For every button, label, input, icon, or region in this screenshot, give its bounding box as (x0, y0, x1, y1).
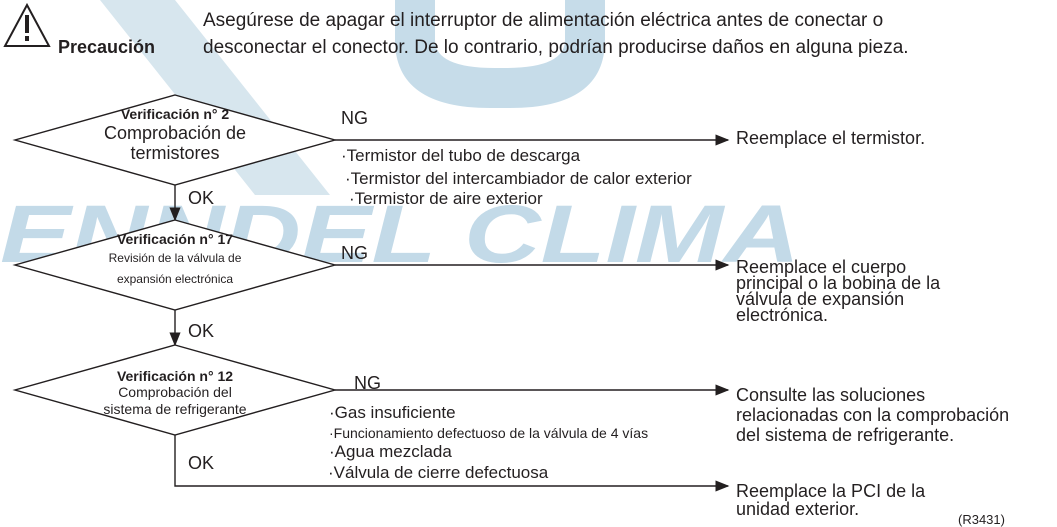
check-12-cause-2: ·Funcionamiento defectuoso de la válvula… (329, 425, 649, 441)
check-12-ng-label: NG (354, 373, 381, 393)
caution-line-1: Asegúrese de apagar el interruptor de al… (203, 10, 884, 31)
check-12-cause-4: ·Válvula de cierre defectuosa (328, 463, 549, 482)
check-17-ng-label: NG (341, 243, 368, 263)
check-12-line-1: Comprobación del (118, 384, 232, 400)
check-12-ng-result-line-2: relacionadas con la comprobación (736, 405, 1010, 425)
check-17-ok-label: OK (188, 321, 215, 341)
check-17-ng-result-line-1: Reemplace el cuerpo (736, 257, 907, 277)
check-12-title: Verificación n° 12 (116, 368, 234, 384)
check-2-line-1: Comprobación de (103, 123, 247, 143)
check-2-cause-3: ·Termistor de aire exterior (349, 189, 543, 208)
warning-triangle-icon (3, 2, 51, 47)
check-2-ng-label: NG (341, 108, 368, 128)
caution-line-2: desconectar el conector. De lo contrario… (203, 37, 909, 58)
check-12-line-2: sistema de refrigerante (103, 401, 247, 417)
check-2-cause-2: ·Termistor del intercambiador de calor e… (345, 169, 692, 188)
check-2-title: Verificación n° 2 (120, 106, 230, 122)
check-17-ng-result-line-2: principal o la bobina de la (736, 273, 941, 293)
check-12-ok-result-line-1: Reemplace la PCI de la (736, 481, 926, 501)
check-17-ng-result-line-3: válvula de expansión (736, 289, 905, 309)
check-2-line-2: termistores (130, 143, 220, 163)
check-17-title: Verificación n° 17 (116, 231, 234, 247)
check-2-ng-result: Reemplace el termistor. (736, 128, 926, 148)
check-17-ng-result-line-4: electrónica. (736, 305, 829, 325)
check-17-line-2: expansión electrónica (116, 272, 234, 286)
caution-label: Precaución (58, 37, 156, 57)
ok-path-check-12 (174, 435, 730, 492)
check-12-ok-result-line-2: unidad exterior. (736, 499, 860, 519)
figure-code: (R3431) (958, 512, 1005, 527)
check-12-ng-result-line-1: Consulte las soluciones (736, 385, 926, 405)
check-2-cause-1: ·Termistor del tubo de descarga (341, 146, 581, 165)
check-12-ok-label: OK (188, 453, 215, 473)
check-17-line-1: Revisión de la válvula de (108, 251, 242, 265)
watermark-arc (395, 0, 605, 108)
check-2-ok-label: OK (188, 188, 215, 208)
check-12-cause-1: ·Gas insuficiente (329, 403, 456, 422)
check-12-cause-3: ·Agua mezclada (329, 442, 452, 461)
check-12-ng-result-line-3: del sistema de refrigerante. (736, 425, 955, 445)
